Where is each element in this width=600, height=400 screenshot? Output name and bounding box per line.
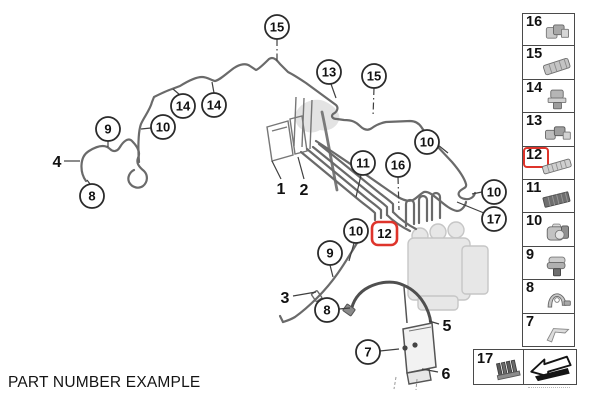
svg-text:8: 8 (88, 189, 95, 204)
label-3[interactable]: 3 (281, 290, 290, 307)
leader-lines (64, 39, 485, 373)
faint-watermark (528, 387, 570, 388)
svg-text:14: 14 (207, 98, 222, 113)
label-1[interactable]: 1 (277, 181, 286, 198)
svg-text:12: 12 (377, 226, 391, 241)
saddle-clip-icon (547, 292, 571, 308)
svg-text:10: 10 (349, 224, 363, 239)
abs-hydraulic-unit-ghost (407, 221, 489, 311)
callout-15-b[interactable]: 15 (361, 63, 387, 89)
highlighted-callout-12[interactable]: 12 (370, 220, 399, 247)
callout-10-d[interactable]: 10 (343, 218, 369, 244)
u-bracket-icon (546, 328, 570, 343)
comb-clip-icon (495, 359, 521, 381)
sidebar-item-10[interactable]: 10 (522, 212, 575, 247)
double-clip-icon (545, 125, 571, 140)
svg-text:16: 16 (391, 158, 405, 173)
stack-clip-icon (546, 256, 566, 277)
back-arrow-button[interactable] (523, 349, 577, 385)
callout-14-a[interactable]: 14 (170, 93, 196, 119)
callout-9-a[interactable]: 9 (95, 116, 121, 142)
callout-8-a[interactable]: 8 (79, 183, 105, 209)
sidebar-item-11[interactable]: 11 (522, 179, 575, 214)
dark-rail-clip-icon (542, 191, 571, 209)
barrel-clip-icon (546, 223, 569, 241)
svg-text:9: 9 (326, 246, 333, 261)
svg-text:7: 7 (364, 345, 371, 360)
svg-text:15: 15 (270, 20, 284, 35)
bracket-clip-icon (547, 89, 567, 110)
caption-part-number-example: PART NUMBER EXAMPLE (8, 374, 201, 391)
label-2[interactable]: 2 (300, 182, 309, 199)
svg-text:11: 11 (356, 156, 370, 171)
callout-14-b[interactable]: 14 (201, 92, 227, 118)
rail-clip-icon (542, 57, 571, 75)
callout-8-b[interactable]: 8 (314, 297, 340, 323)
sidebar-item-13[interactable]: 13 (522, 112, 575, 147)
svg-text:17: 17 (487, 212, 501, 227)
sidebar-item-9[interactable]: 9 (522, 245, 575, 281)
back-arrow-icon (530, 355, 572, 382)
svg-text:9: 9 (104, 122, 111, 137)
svg-text:8: 8 (323, 303, 330, 318)
sidebar-item-8[interactable]: 8 (522, 279, 575, 314)
callout-16[interactable]: 16 (385, 152, 411, 178)
callout-7[interactable]: 7 (355, 339, 381, 365)
callout-10-c[interactable]: 10 (481, 179, 507, 205)
sidebar-item-15[interactable]: 15 (522, 45, 575, 80)
sidebar-item-16[interactable]: 16 (522, 13, 575, 47)
sidebar-item-14[interactable]: 14 (522, 78, 575, 114)
sidebar-item-7[interactable]: 7 (522, 312, 575, 347)
sidebar-item-12[interactable]: 12 (522, 145, 575, 180)
callout-13[interactable]: 13 (316, 59, 342, 85)
svg-text:15: 15 (367, 69, 381, 84)
svg-text:10: 10 (487, 185, 501, 200)
ghost-component-blob (295, 99, 340, 133)
svg-text:14: 14 (176, 99, 191, 114)
svg-text:10: 10 (156, 120, 170, 135)
long-rail-clip-icon (542, 158, 572, 175)
label-4[interactable]: 4 (53, 154, 62, 171)
svg-text:13: 13 (322, 65, 336, 80)
callout-10-b[interactable]: 10 (414, 129, 440, 155)
footer-ref-17[interactable]: 17 (473, 349, 526, 385)
label-6[interactable]: 6 (442, 366, 451, 383)
brake-hose-assembly (342, 280, 437, 391)
svg-text:10: 10 (420, 135, 434, 150)
callout-11[interactable]: 11 (350, 150, 376, 176)
callout-15-a[interactable]: 15 (264, 14, 290, 40)
callout-17[interactable]: 17 (481, 206, 507, 232)
callout-10-a[interactable]: 10 (150, 114, 176, 140)
label-5[interactable]: 5 (443, 318, 452, 335)
callout-9-b[interactable]: 9 (317, 240, 343, 266)
part-list-sidebar: 16 15 14 13 (522, 13, 575, 347)
clip-block-icon (545, 24, 569, 40)
